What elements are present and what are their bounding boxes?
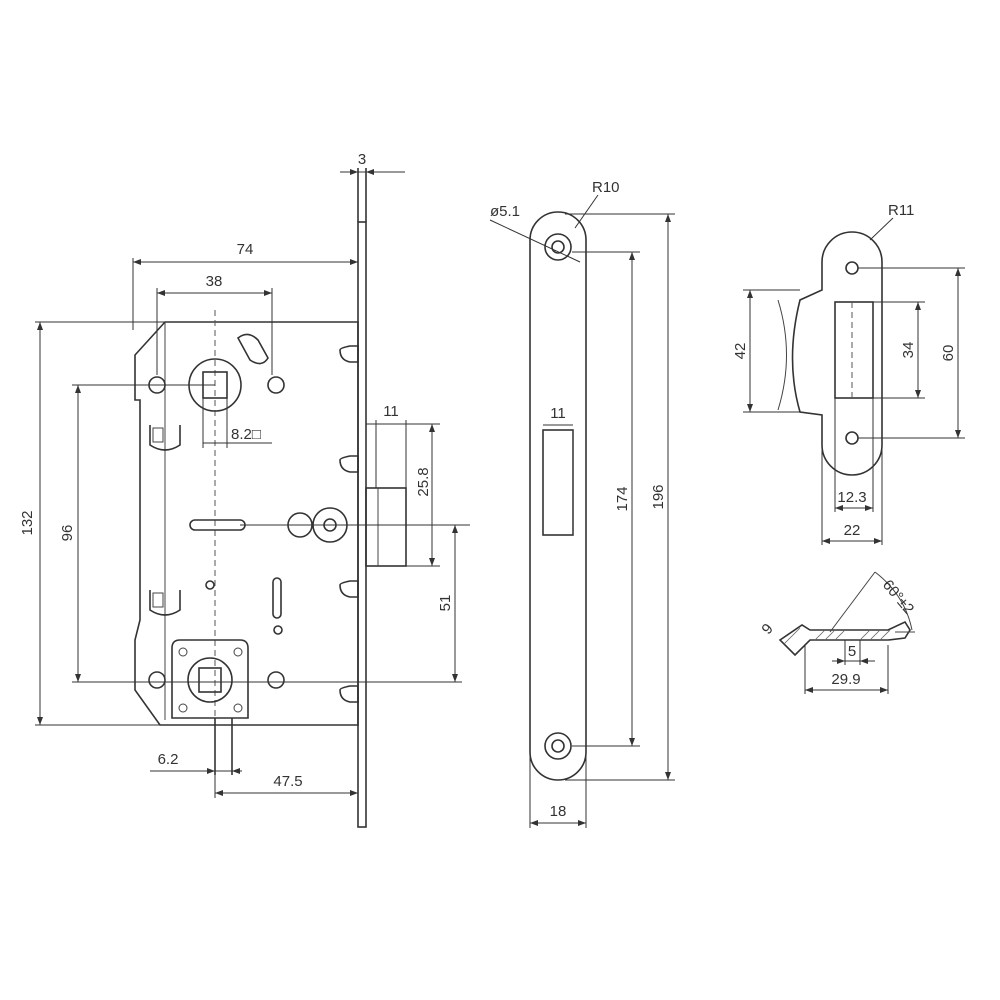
case-hole bbox=[267, 376, 285, 394]
lock-body-view bbox=[134, 168, 407, 828]
dim-key-square: 6.2 bbox=[158, 751, 179, 768]
faceplate-dimensions: ø5.1 R10 11 174 196 18 bbox=[489, 179, 675, 828]
dim-center-to-latch: 51 bbox=[437, 595, 454, 612]
case-small-hole bbox=[205, 580, 215, 590]
key-hub-hole bbox=[233, 647, 243, 657]
faceplate-top-hole bbox=[544, 233, 572, 261]
strike-top-hole bbox=[845, 261, 859, 275]
dim-spindle-to-key: 96 bbox=[59, 525, 76, 542]
dim-plate-length: 196 bbox=[650, 484, 667, 509]
latch-tongue bbox=[365, 487, 407, 567]
faceplate-bottom-hole bbox=[544, 732, 572, 760]
faceplate-view bbox=[529, 211, 587, 781]
face-rivets bbox=[339, 345, 359, 703]
case-hole bbox=[267, 671, 285, 689]
dim-hole-diameter: ø5.1 bbox=[490, 203, 520, 220]
strike-section-angle-arc bbox=[874, 571, 913, 631]
dim-backset: 38 bbox=[206, 273, 223, 290]
key-hub-hole bbox=[178, 647, 188, 657]
dim-lip-angle: 60°±2 bbox=[879, 577, 917, 618]
case-u-bracket bbox=[149, 590, 181, 616]
dim-hole-spacing: 60 bbox=[940, 345, 957, 362]
strike-section-angle-line bbox=[829, 571, 876, 633]
spindle-slot bbox=[236, 333, 269, 365]
strike-section-hatch bbox=[783, 627, 891, 645]
faceplate-top-hole-inner bbox=[551, 240, 565, 254]
dim-opening-height: 34 bbox=[900, 342, 917, 359]
case-hole bbox=[148, 671, 166, 689]
dim-latch-projection: 25.8 bbox=[415, 467, 432, 496]
case-u-inner bbox=[152, 592, 164, 608]
strike-bottom-hole bbox=[845, 431, 859, 445]
case-u-inner bbox=[152, 427, 164, 443]
dim-lip-height: 42 bbox=[732, 343, 749, 360]
lock-case-outline bbox=[134, 321, 359, 726]
strike-plate-dimensions: R11 42 34 60 12.3 22 bbox=[732, 202, 965, 545]
dim-end-radius: R10 bbox=[592, 179, 620, 196]
dim-overall-width: 29.9 bbox=[831, 671, 860, 688]
dim-strike-width: 22 bbox=[844, 522, 861, 539]
key-square-hole bbox=[198, 667, 222, 693]
faceplate-bottom-hole-inner bbox=[551, 739, 565, 753]
strike-plate-view bbox=[777, 231, 883, 476]
dim-body-height: 132 bbox=[19, 510, 36, 535]
strike-opening bbox=[834, 301, 874, 399]
key-hub bbox=[187, 657, 233, 703]
case-u-bracket bbox=[149, 425, 181, 451]
key-hub-hole bbox=[233, 703, 243, 713]
dim-latch-opening-width: 11 bbox=[550, 405, 566, 422]
strike-lip-curve bbox=[777, 299, 787, 411]
dim-spindle-square: 8.2□ bbox=[231, 426, 261, 443]
dim-strike-radius: R11 bbox=[888, 202, 914, 219]
case-small-hole bbox=[273, 625, 283, 635]
faceplate-latch-opening bbox=[542, 429, 574, 536]
dim-faceplate-thickness: 3 bbox=[358, 151, 366, 168]
case-small-slot bbox=[272, 577, 282, 619]
strike-section-dimensions: 60°±2 9 5 29.9 bbox=[758, 577, 917, 694]
dim-key-to-face: 47.5 bbox=[273, 773, 302, 790]
key-hub-hole bbox=[178, 703, 188, 713]
dim-section-thickness: 9 bbox=[758, 620, 776, 637]
dim-latch-width: 11 bbox=[383, 403, 399, 420]
dim-slot-width: 5 bbox=[848, 643, 856, 660]
dim-screw-hole-spacing: 174 bbox=[614, 486, 631, 511]
lock-body-dimensions: 3 74 38 8.2□ 11 25.8 bbox=[19, 151, 470, 798]
dim-opening-width: 12.3 bbox=[837, 489, 866, 506]
strike-plate-outline bbox=[791, 231, 883, 476]
key-hub-plate bbox=[171, 639, 249, 719]
dim-body-depth: 74 bbox=[237, 241, 254, 258]
faceplate-outline bbox=[529, 211, 587, 781]
dim-plate-width: 18 bbox=[550, 803, 567, 820]
latch-bar-slot bbox=[189, 519, 246, 531]
